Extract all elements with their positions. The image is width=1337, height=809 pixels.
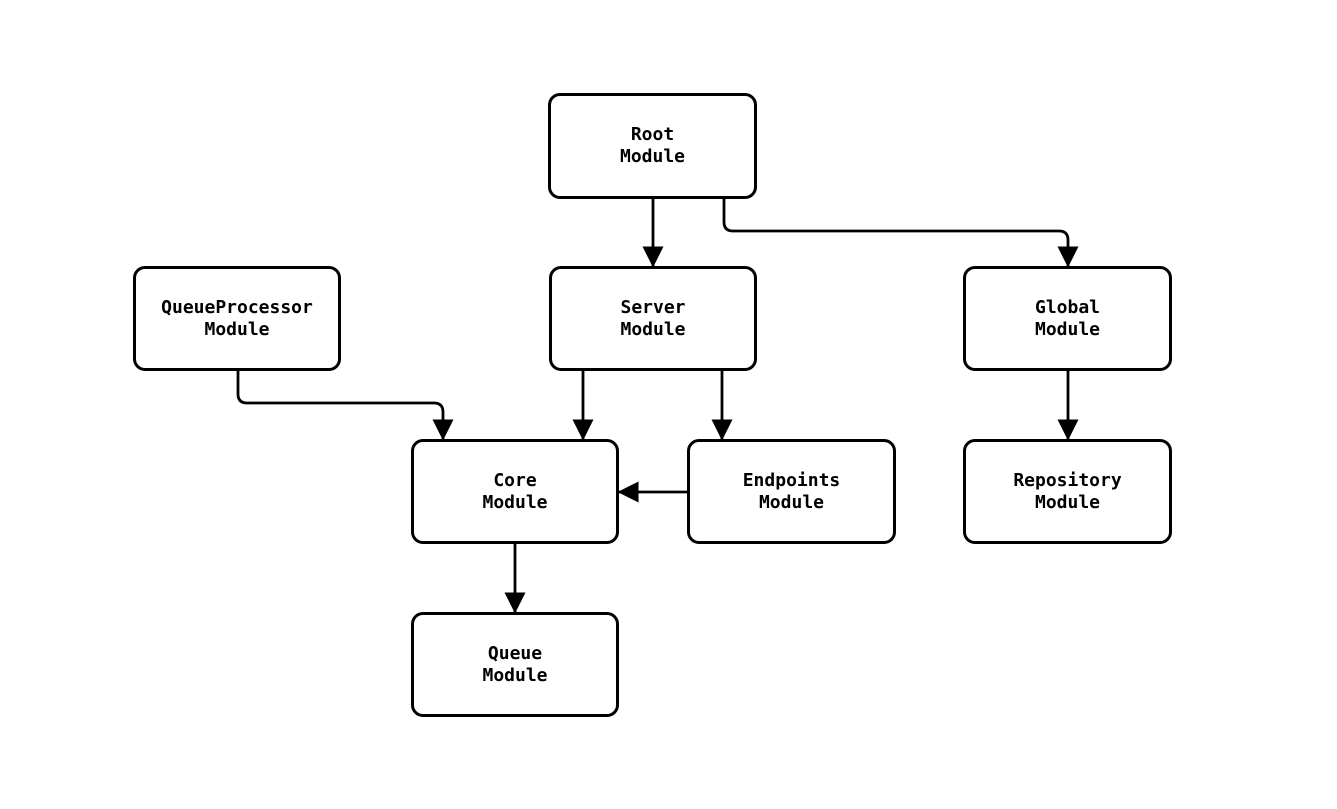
node-label: Repository Module bbox=[1013, 469, 1122, 513]
node-label: Server Module bbox=[620, 296, 686, 340]
node-label: Queue Module bbox=[482, 642, 548, 686]
edge-queueprocessor-to-core bbox=[236, 371, 454, 441]
node-label: Global Module bbox=[1034, 296, 1101, 340]
node-queue-module: Queue Module bbox=[411, 612, 619, 717]
node-label: Root Module bbox=[619, 124, 686, 167]
node-repository-module: Repository Module bbox=[963, 439, 1172, 544]
node-server-module: Server Module bbox=[549, 266, 757, 371]
node-queueprocessor-module: QueueProcessor Module bbox=[133, 266, 341, 371]
node-label: Endpoints Module bbox=[742, 469, 841, 513]
node-endpoints-module: Endpoints Module bbox=[687, 439, 896, 544]
node-core-module: Core Module bbox=[411, 439, 619, 544]
edge-root-to-global bbox=[722, 199, 1079, 268]
node-label: Core Module bbox=[482, 469, 548, 513]
node-label: QueueProcessor Module bbox=[161, 296, 313, 340]
node-root-module: Root Module bbox=[548, 93, 757, 199]
node-global-module: Global Module bbox=[963, 266, 1172, 371]
